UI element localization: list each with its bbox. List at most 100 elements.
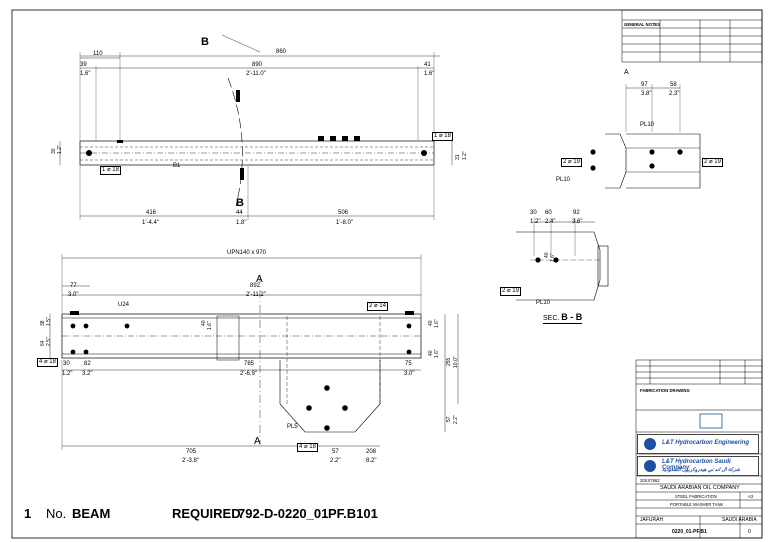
section-mark-a-bottom: A xyxy=(254,436,261,447)
sec-b-hole-tag: 2 ⌀ 19 xyxy=(500,287,521,296)
sec-b-plate: PL10 xyxy=(536,300,551,306)
plate-dim-208: 208 xyxy=(366,449,377,455)
dim-2-5: 2.5" xyxy=(46,337,52,346)
dim-1-4-4: 1'-4.4" xyxy=(142,220,159,226)
sec-a-dim-58: 58 xyxy=(670,82,677,88)
section-mark-a-top: A xyxy=(256,274,263,285)
plate-holes: 4 ⌀ 18 xyxy=(297,443,318,452)
quantity-unit: No. xyxy=(46,506,67,521)
sec-b-dim-2-4: 2.4" xyxy=(545,219,556,225)
part-mark-b1: B1 xyxy=(173,163,181,169)
dim-110: 110 xyxy=(93,51,103,57)
country-name: SAUDI ARABIA xyxy=(722,517,757,523)
dim-1-6-r2: 1.6" xyxy=(434,349,440,358)
fabrication-header: FABRICATION DRAWING xyxy=(640,388,690,393)
plate-height-57: 57 xyxy=(446,416,452,422)
logo-lt-saudi-arabic: شركة ال اند تي هيدروكربون السعودية xyxy=(662,467,740,473)
section-b-title-mark: B - B xyxy=(561,312,583,322)
drawing-number: 0220_01-PF.B1 xyxy=(672,529,707,535)
revision: 0 xyxy=(748,529,751,535)
dim-1-6-right: 1.6" xyxy=(424,71,435,77)
plant-name: JAFURAH xyxy=(640,517,664,523)
logo-lt-saudi-text: L&T Hydrocarbon Saudi Company xyxy=(662,459,731,471)
sheet-size: A3 xyxy=(748,494,754,499)
sec-b-dim-1-6: 1.6" xyxy=(550,253,556,262)
dim-1-8: 1.8" xyxy=(236,220,247,226)
dim-1-8-0: 1'-8.0" xyxy=(336,220,353,226)
title-washer-tank: PORTABLE WASHER TANK xyxy=(670,502,724,507)
dim-1-2-row: 1.2" xyxy=(62,371,73,377)
plate-height-2-2: 2.2" xyxy=(453,415,459,424)
dim-44: 44 xyxy=(236,210,243,216)
hole-tag-2-14: 2 ⌀ 14 xyxy=(367,302,388,311)
hole-tag-top-right: 1 ⌀ 18 xyxy=(432,132,453,141)
dim-30-row: 30 xyxy=(63,361,70,367)
front-view-bolts xyxy=(70,311,414,431)
lt-logo-icon xyxy=(644,438,656,450)
lt-saudi-logo-icon xyxy=(644,460,656,472)
sec-a-plate-top: PL10 xyxy=(640,122,655,128)
sec-a-dim-97: 97 xyxy=(641,82,648,88)
dim-506: 506 xyxy=(338,210,349,216)
dim-77: 77 xyxy=(70,283,77,289)
sec-b-dim-3-6: 3.6" xyxy=(572,219,583,225)
dim-2-6-9-row: 2'-6.9" xyxy=(240,371,257,377)
dim-3-0: 3.0" xyxy=(68,292,79,298)
dim-1-2-left: 1.2" xyxy=(57,145,63,154)
section-mark-b-bottom: B xyxy=(236,197,244,209)
sec-a-plate-bottom: PL10 xyxy=(556,177,571,183)
profile-label: UPN140 x 970 xyxy=(227,250,267,256)
dim-82-row: 82 xyxy=(84,361,91,367)
dim-1-6-left: 1.6" xyxy=(80,71,91,77)
dim-1-2-right: 1.2" xyxy=(462,151,468,160)
sec-a-dim-2-3: 2.3" xyxy=(669,91,680,97)
dim-860: 860 xyxy=(276,49,287,55)
quantity: 1 xyxy=(24,506,32,521)
item-name: BEAM xyxy=(72,506,111,521)
dim-75-row: 75 xyxy=(405,361,412,367)
plate-pl5: PL5 xyxy=(287,424,298,430)
section-b-bolts xyxy=(535,257,559,263)
dim-41: 41 xyxy=(424,62,431,68)
part-ref: PF.B101 xyxy=(328,506,378,521)
logo-lt-engineering-text: L&T Hydrocarbon Engineering xyxy=(662,440,750,446)
dim-1-6-r1: 1.6" xyxy=(434,319,440,328)
dim-705: 705 xyxy=(186,449,197,455)
top-view-beam xyxy=(59,34,453,220)
drawing-ref: 792-D-0220_01 xyxy=(238,506,329,521)
plate-dim-8-2: 8.2" xyxy=(366,458,377,464)
sec-a-hole-tag-right: 2 ⌀ 19 xyxy=(702,158,723,167)
plate-dim-57: 57 xyxy=(332,449,339,455)
dim-2-11-2: 2'-11.2" xyxy=(246,292,266,298)
sec-b-dim-60: 60 xyxy=(545,210,552,216)
dim-39: 39 xyxy=(80,62,87,68)
dim-2-3-8: 2'-3.8" xyxy=(182,458,199,464)
dim-255: 255 xyxy=(446,357,452,366)
member-u24: U24 xyxy=(118,302,130,308)
required-label: REQUIRED xyxy=(172,506,241,521)
section-mark-b-top: B xyxy=(201,36,209,48)
section-b-title-prefix: SEC. xyxy=(543,315,560,322)
sec-b-dim-30: 30 xyxy=(530,210,537,216)
section-b-drawing xyxy=(516,218,609,301)
section-a-mark: A xyxy=(624,69,629,76)
general-notes-header: GENERAL NOTES xyxy=(624,22,660,27)
hole-tag-4-18: 4 ⌀ 18 xyxy=(37,358,58,367)
logo-lt-engineering: L&T Hydrocarbon Engineering xyxy=(637,434,759,454)
dim-892: 892 xyxy=(250,283,261,289)
section-a-bolts xyxy=(590,149,683,171)
sec-a-dim-3-8: 3.8" xyxy=(641,91,652,97)
dim-gusset-1-6: 1.6" xyxy=(207,321,213,330)
dim-1-5: 1.5" xyxy=(46,317,52,326)
title-steel-fabrication: STEEL FABRICATION xyxy=(675,494,717,499)
top-view-bolts xyxy=(86,90,427,180)
dim-2-11: 2'-11.0" xyxy=(246,71,266,77)
hole-tag-top-left: 1 ⌀ 18 xyxy=(100,166,121,175)
dim-416: 416 xyxy=(146,210,157,216)
front-view-beam xyxy=(49,254,459,450)
dim-31-right: 31 xyxy=(455,154,461,160)
sec-b-dim-1-2: 1.2" xyxy=(530,219,541,225)
plate-dim-2-2: 2.2" xyxy=(330,458,341,464)
company-name: SAUDI ARABIAN OIL COMPANY xyxy=(660,485,740,491)
